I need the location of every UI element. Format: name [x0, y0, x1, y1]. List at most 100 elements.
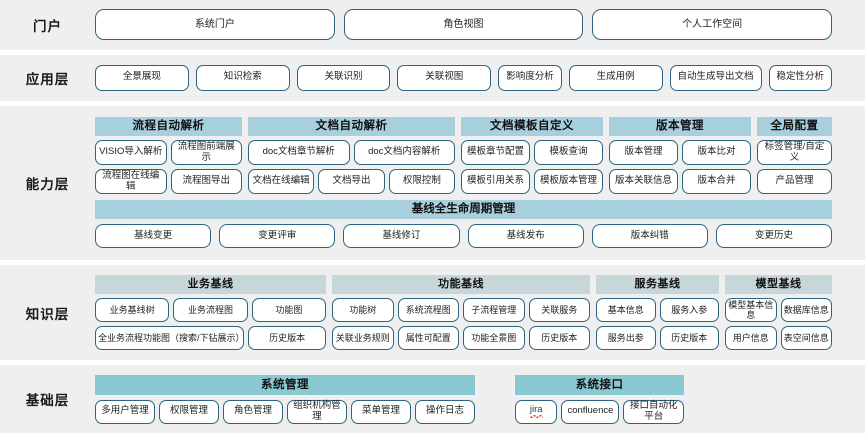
cap-item-version-relation-info[interactable]: 版本关联信息	[609, 169, 678, 195]
foundation-group-system-manage: 系统管理 多用户管理 权限管理 角色管理 组织机构管理 菜单管理 操作日志	[95, 374, 475, 424]
app-item-knowledge-search[interactable]: 知识检索	[195, 64, 290, 91]
base-item-jira[interactable]: jira	[515, 399, 558, 424]
know-item-related-business-rule[interactable]: 关联业务规则	[332, 326, 394, 351]
cap-item-product-manage[interactable]: 产品管理	[757, 169, 832, 195]
layer-label-portal: 门户	[33, 18, 62, 34]
portal-item-role-view[interactable]: 角色视图	[343, 9, 584, 41]
know-item-service-output-param[interactable]: 服务出参	[596, 326, 656, 351]
cap-item-template-version-manage[interactable]: 模板版本管理	[534, 169, 603, 195]
portal-item-personal-workspace[interactable]: 个人工作空间	[592, 9, 833, 41]
group-title-process-parse: 流程自动解析	[95, 117, 242, 137]
foundation-group-system-interface: 系统接口 jira confluence 接口自动化平台	[515, 374, 685, 424]
baseline-item-change-history[interactable]: 变更历史	[715, 224, 833, 249]
know-item-history-version-function[interactable]: 历史版本	[528, 326, 590, 351]
layer-label-knowledge: 知识层	[25, 306, 70, 322]
layer-body-foundation: 系统管理 多用户管理 权限管理 角色管理 组织机构管理 菜单管理 操作日志 系统…	[95, 365, 717, 433]
know-item-business-baseline-tree[interactable]: 业务基线树	[95, 298, 170, 323]
layer-body-capability: 流程自动解析 VISIO导入解析 流程图前端展示 流程图在线编辑 流程图导出 文…	[95, 106, 865, 260]
cap-item-template-query[interactable]: 模板查询	[534, 140, 603, 166]
know-item-full-business-process-function-diagram[interactable]: 全业务流程功能图（搜索/下钻展示）	[95, 326, 245, 351]
base-item-role-manage[interactable]: 角色管理	[223, 399, 283, 424]
cap-item-permission-control[interactable]: 权限控制	[388, 169, 455, 195]
baseline-item-revision[interactable]: 基线修订	[343, 224, 460, 249]
know-item-subprocess-manage[interactable]: 子流程管理	[463, 298, 525, 323]
app-item-relation-recognition[interactable]: 关联识别	[296, 64, 391, 91]
know-item-basic-info[interactable]: 基本信息	[596, 298, 656, 323]
group-row: VISIO导入解析 流程图前端展示	[95, 140, 242, 166]
layer-body-application: 全景展现 知识检索 关联识别 关联视图 影响度分析 生成用例 自动生成导出文档 …	[95, 64, 865, 91]
cap-item-tag-manage-custom[interactable]: 标签管理/自定义	[757, 140, 832, 166]
base-item-multi-user-manage[interactable]: 多用户管理	[95, 399, 155, 424]
capability-group-list: 流程自动解析 VISIO导入解析 流程图前端展示 流程图在线编辑 流程图导出 文…	[95, 117, 832, 195]
cap-item-doc-content-parse[interactable]: doc文档内容解析	[353, 140, 455, 166]
group-row: 用户信息 表空间信息	[725, 326, 832, 351]
cap-item-flowchart-frontend-display[interactable]: 流程图前端展示	[170, 140, 242, 166]
know-item-related-service[interactable]: 关联服务	[528, 298, 590, 323]
cap-item-version-compare[interactable]: 版本比对	[682, 140, 751, 166]
know-item-function-panorama[interactable]: 功能全景图	[463, 326, 525, 351]
cap-item-doc-export[interactable]: 文档导出	[318, 169, 385, 195]
know-item-function-diagram[interactable]: 功能图	[251, 298, 326, 323]
baseline-item-version-correction[interactable]: 版本纠错	[591, 224, 708, 249]
app-item-generate-case[interactable]: 生成用例	[568, 64, 663, 91]
group-row: jira confluence 接口自动化平台	[515, 399, 685, 424]
group-title-system-manage: 系统管理	[95, 374, 475, 395]
base-item-interface-automation-platform[interactable]: 接口自动化平台	[623, 399, 685, 424]
group-title-doc-parse: 文档自动解析	[248, 117, 455, 137]
application-item-list: 全景展现 知识检索 关联识别 关联视图 影响度分析 生成用例 自动生成导出文档 …	[95, 64, 833, 91]
app-item-stability-analysis[interactable]: 稳定性分析	[768, 64, 833, 91]
knowledge-group-model-baseline: 模型基线 模型基本信息 数据库信息 用户信息 表空间信息	[725, 275, 832, 351]
knowledge-group-service-baseline: 服务基线 基本信息 服务入参 服务出参 历史版本	[596, 275, 719, 351]
know-item-tablespace-info[interactable]: 表空间信息	[780, 326, 832, 351]
baseline-item-change-review[interactable]: 变更评审	[219, 224, 336, 249]
group-row: 多用户管理 权限管理 角色管理 组织机构管理 菜单管理 操作日志	[95, 399, 475, 424]
group-title-service-baseline: 服务基线	[596, 275, 719, 295]
know-item-model-basic-info[interactable]: 模型基本信息	[725, 298, 777, 323]
capability-group-process-parse: 流程自动解析 VISIO导入解析 流程图前端展示 流程图在线编辑 流程图导出	[95, 117, 242, 195]
base-item-permission-manage[interactable]: 权限管理	[159, 399, 219, 424]
group-row: 基本信息 服务入参	[596, 298, 719, 323]
app-item-relation-view[interactable]: 关联视图	[397, 64, 492, 91]
know-item-database-info[interactable]: 数据库信息	[780, 298, 832, 323]
cap-item-version-manage[interactable]: 版本管理	[609, 140, 678, 166]
cap-item-template-reference-relation[interactable]: 模板引用关系	[461, 169, 530, 195]
group-row: 流程图在线编辑 流程图导出	[95, 169, 242, 195]
app-item-impact-analysis[interactable]: 影响度分析	[498, 64, 562, 91]
baseline-lifecycle-title: 基线全生命周期管理	[95, 200, 832, 220]
app-item-panorama[interactable]: 全景展现	[95, 64, 189, 91]
layer-row-foundation: 基础层 系统管理 多用户管理 权限管理 角色管理 组织机构管理 菜单管理 操作日…	[0, 365, 865, 433]
base-item-menu-manage[interactable]: 菜单管理	[351, 399, 411, 424]
know-item-user-info[interactable]: 用户信息	[725, 326, 777, 351]
know-item-system-flowchart[interactable]: 系统流程图	[397, 298, 459, 323]
capability-group-global-config: 全局配置 标签管理/自定义 产品管理	[757, 117, 832, 195]
know-item-function-tree[interactable]: 功能树	[332, 298, 394, 323]
know-item-service-input-param[interactable]: 服务入参	[659, 298, 719, 323]
layer-body-knowledge: 业务基线 业务基线树 业务流程图 功能图 全业务流程功能图（搜索/下钻展示） 历…	[95, 265, 865, 361]
portal-item-system-portal[interactable]: 系统门户	[95, 9, 335, 41]
know-item-history-version-business[interactable]: 历史版本	[248, 326, 326, 351]
cap-item-doc-chapter-parse[interactable]: doc文档章节解析	[248, 140, 350, 166]
know-item-history-version-service[interactable]: 历史版本	[659, 326, 719, 351]
group-title-model-baseline: 模型基线	[725, 275, 832, 295]
group-row: 功能树 系统流程图 子流程管理 关联服务	[332, 298, 590, 323]
cap-item-doc-online-edit[interactable]: 文档在线编辑	[248, 169, 315, 195]
cap-item-visio-import-parse[interactable]: VISIO导入解析	[95, 140, 167, 166]
know-item-attribute-configurable[interactable]: 属性可配置	[397, 326, 459, 351]
group-row: 文档在线编辑 文档导出 权限控制	[248, 169, 455, 195]
baseline-item-change[interactable]: 基线变更	[95, 224, 212, 249]
group-row: 关联业务规则 属性可配置 功能全景图 历史版本	[332, 326, 590, 351]
cap-item-flowchart-export[interactable]: 流程图导出	[170, 169, 242, 195]
base-item-confluence[interactable]: confluence	[561, 399, 620, 424]
base-item-operation-log[interactable]: 操作日志	[415, 399, 475, 424]
know-item-business-flowchart[interactable]: 业务流程图	[173, 298, 248, 323]
cap-item-flowchart-online-edit[interactable]: 流程图在线编辑	[95, 169, 167, 195]
cap-item-version-merge[interactable]: 版本合并	[682, 169, 751, 195]
layer-row-capability: 能力层 流程自动解析 VISIO导入解析 流程图前端展示 流程图在线编辑 流程图…	[0, 105, 865, 260]
group-title-doc-template: 文档模板自定义	[461, 117, 603, 137]
baseline-item-release[interactable]: 基线发布	[467, 224, 584, 249]
layer-label-foundation: 基础层	[25, 393, 70, 409]
base-item-org-structure-manage[interactable]: 组织机构管理	[287, 399, 347, 424]
baseline-lifecycle-block: 基线全生命周期管理 基线变更 变更评审 基线修订 基线发布 版本纠错 变更历史	[95, 200, 833, 249]
app-item-auto-export-doc[interactable]: 自动生成导出文档	[669, 64, 762, 91]
cap-item-template-chapter-config[interactable]: 模板章节配置	[461, 140, 530, 166]
